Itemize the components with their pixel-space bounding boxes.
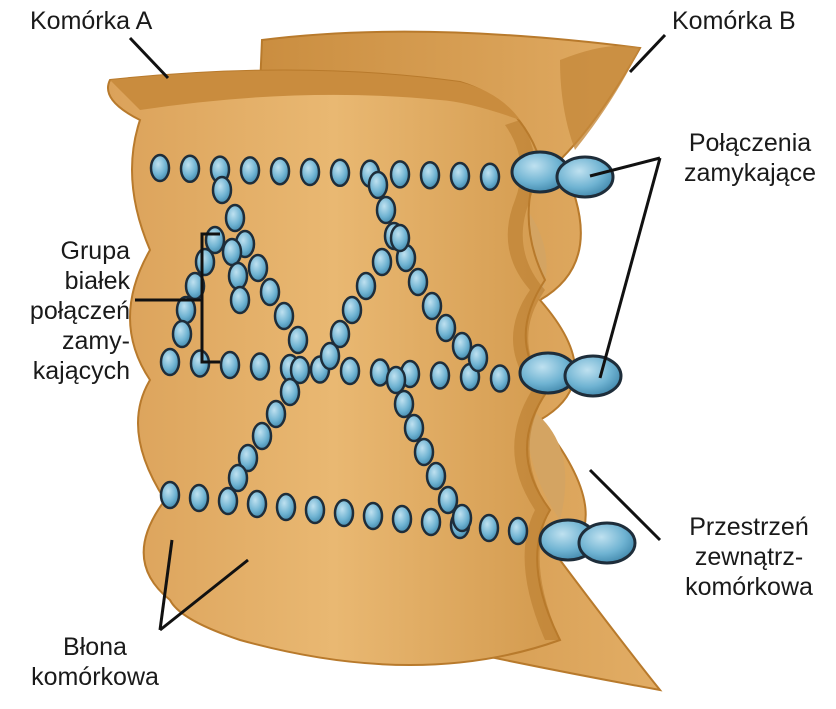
protein-particle [267,401,285,427]
protein-particle [281,379,299,405]
protein-particle [405,415,423,441]
protein-particle [248,491,266,517]
protein-particle [241,157,259,183]
protein-particle [387,367,405,393]
protein-particle [301,159,319,185]
leader-cell-a [130,38,168,78]
protein-particle [161,349,179,375]
protein-particle [369,172,387,198]
protein-particle [391,225,409,251]
protein-particle [219,488,237,514]
protein-particle [357,273,375,299]
protein-particle [161,482,179,508]
label-tight-junctions-line-2: zamykające [670,158,830,188]
protein-particle [223,239,241,265]
protein-particle [364,503,382,529]
protein-particle [226,205,244,231]
tight-junction-bottom [540,520,635,563]
protein-particle [341,358,359,384]
label-protein-group-line-2: białek [6,266,130,296]
protein-particle [173,321,191,347]
cell-b-top-fold [560,46,640,150]
label-protein-group: Grupa białek połączeń zamy- kających [6,236,130,386]
protein-particle [391,161,409,187]
protein-particle [453,505,471,531]
protein-particle [491,366,509,392]
protein-particle [331,160,349,186]
protein-particle [231,287,249,313]
protein-particle [275,303,293,329]
protein-particle [229,263,247,289]
label-tight-junctions: Połączenia zamykające [670,128,830,188]
protein-particle [437,315,455,341]
protein-particle [395,391,413,417]
protein-particle [509,518,527,544]
label-cell-b: Komórka B [672,6,796,36]
label-protein-group-line-1: Grupa [6,236,130,266]
protein-particle [306,497,324,523]
protein-particle [409,269,427,295]
protein-particle [181,156,199,182]
label-cell-membrane: Błona komórkowa [10,632,180,692]
protein-particle [253,423,271,449]
protein-particle [261,279,279,305]
label-extracellular-line-2: zewnątrz- [664,542,834,572]
protein-particle [427,463,445,489]
protein-particle [481,164,499,190]
protein-particle [277,494,295,520]
label-tight-junctions-line-1: Połączenia [670,128,830,158]
protein-particle [422,509,440,535]
label-extracellular-line-1: Przestrzeń [664,512,834,542]
protein-particle [415,439,433,465]
protein-particle [190,485,208,511]
protein-particle [251,354,269,380]
leader-tight-mid [600,158,660,378]
protein-particle [289,327,307,353]
protein-particle [469,345,487,371]
label-cell-membrane-line-2: komórkowa [10,662,180,692]
protein-particle [423,293,441,319]
protein-particle [271,158,289,184]
protein-particle [196,249,214,275]
protein-particle [335,500,353,526]
label-cell-membrane-line-1: Błona [10,632,180,662]
label-extracellular-line-3: komórkowa [664,572,834,602]
protein-particle [377,197,395,223]
protein-particle [373,249,391,275]
protein-particle [431,363,449,389]
label-cell-a: Komórka A [30,6,152,36]
protein-particle [321,343,339,369]
protein-particle [151,155,169,181]
protein-particle [480,515,498,541]
protein-particle [221,352,239,378]
protein-particle [343,297,361,323]
protein-particle [249,255,267,281]
label-protein-group-line-3: połączeń [6,296,130,326]
protein-particle [451,163,469,189]
protein-particle [213,177,231,203]
label-protein-group-line-5: kających [6,356,130,386]
protein-particle [229,465,247,491]
protein-particle [393,506,411,532]
label-extracellular-space: Przestrzeń zewnątrz- komórkowa [664,512,834,602]
protein-particle [421,162,439,188]
label-protein-group-line-4: zamy- [6,326,130,356]
